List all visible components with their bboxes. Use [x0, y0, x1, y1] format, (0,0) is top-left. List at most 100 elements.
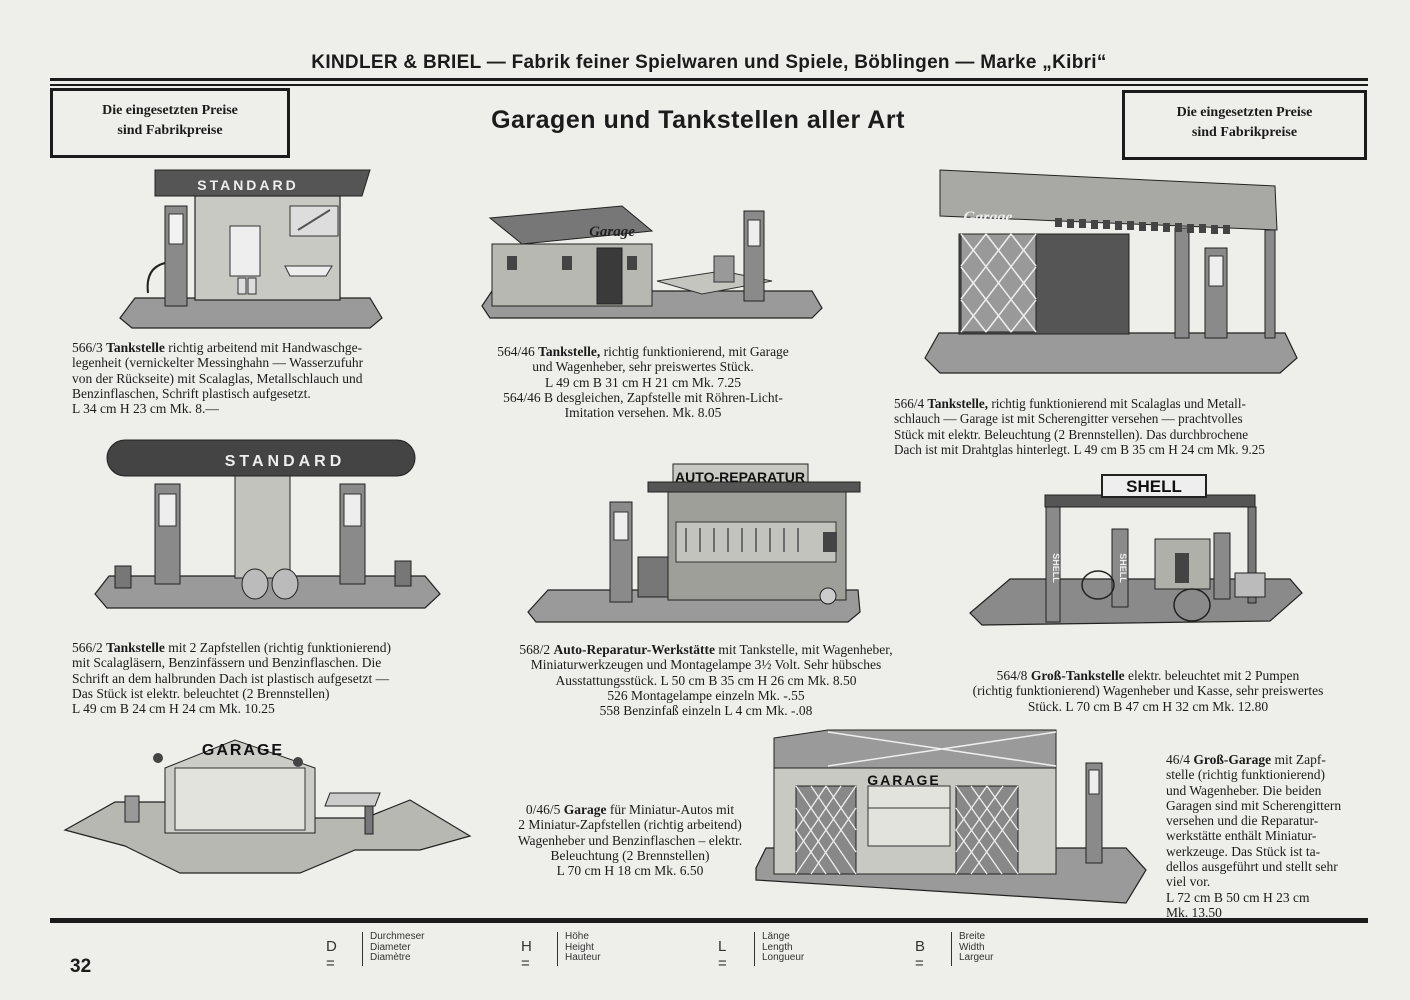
- legend-word: Länge: [762, 931, 790, 942]
- page-title: Garagen und Tankstellen aller Art: [491, 106, 905, 134]
- illustration-568-2: AUTO-REPARATUR: [527, 463, 861, 623]
- item-line: mit Zapf-: [1274, 752, 1326, 767]
- item-line: mit Scalagläsern, Benzinfässern und Benz…: [72, 655, 382, 671]
- item-line: Wagenheber und Benzinflaschen – elektr.: [517, 832, 743, 848]
- header-rule-thin: [50, 84, 1368, 86]
- item-no: 568/2: [519, 642, 551, 657]
- price-note-right-line1: Die eingesetzten Preise: [1176, 105, 1313, 120]
- price-note-left-line1: Die eingesetzten Preise: [102, 103, 238, 118]
- item-line: 564/46 B desgleichen, Zapfstelle mit Röh…: [503, 389, 783, 405]
- sign-standard-small: STANDARD: [197, 177, 299, 193]
- item-line: (richtig funktionierend) Wagenheber und …: [972, 683, 1324, 699]
- legend-symbol: H =: [521, 938, 532, 972]
- legend-word: Width: [959, 941, 985, 953]
- illustration-46-4: GARAGE: [755, 729, 1147, 904]
- illustration-564-46: Garage: [481, 205, 823, 319]
- item-name: Tankstelle: [106, 340, 165, 355]
- item-name: Tankstelle,: [538, 344, 601, 359]
- caption-564-46: 564/46 Tankstelle, richtig funktionieren…: [458, 344, 828, 420]
- sign-garage-large: Garage: [964, 209, 1013, 226]
- price-note-right-line2: sind Fabrikpreise: [1191, 125, 1298, 140]
- price-note-left-line2: sind Fabrikpreise: [117, 123, 223, 138]
- item-line: Garagen sind mit Scherengittern: [1166, 797, 1342, 813]
- item-line: L 72 cm B 50 cm H 23 cm: [1166, 889, 1310, 905]
- caption-566-4: 566/4 Tankstelle, richtig funktionierend…: [894, 396, 1338, 457]
- item-no: 566/3: [72, 340, 103, 355]
- sign-shell: SHELL: [1126, 477, 1182, 496]
- sign-garage-big: GARAGE: [867, 772, 940, 788]
- illustration-0-46-5: GARAGE: [63, 739, 472, 874]
- legend-word: Diamètre: [370, 952, 411, 963]
- item-line: Imitation versehen. Mk. 8.05: [564, 405, 722, 421]
- item-line: Ausstattungsstück. L 50 cm B 35 cm H 26 …: [555, 672, 857, 688]
- item-line: Stück mit elektr. Beleuchtung (2 Brennst…: [894, 426, 1249, 442]
- item-line: Das Stück ist elektr. beleuchtet (2 Bren…: [72, 685, 330, 701]
- legend-word: Breite: [959, 931, 986, 942]
- item-line: L 34 cm H 23 cm Mk. 8.—: [72, 401, 219, 417]
- caption-566-3: 566/3 Tankstelle richtig arbeitend mit H…: [72, 340, 390, 416]
- item-line: Miniaturwerkzeugen und Montagelampe 3½ V…: [530, 657, 882, 673]
- caption-46-4: 46/4 Groß-Garage mit Zapf- stelle (richt…: [1166, 752, 1368, 920]
- item-line: richtig arbeitend mit Handwaschge-: [168, 340, 363, 355]
- item-name: Auto-Reparatur-Werkstätte: [553, 642, 715, 657]
- legend-brace: [557, 932, 562, 966]
- illustration-564-8: SHELL SHELL SHELL: [969, 474, 1303, 626]
- legend-word: Length: [762, 941, 793, 953]
- sign-auto-reparatur: AUTO-REPARATUR: [675, 469, 805, 485]
- item-line: 558 Benzinfaß einzeln L 4 cm Mk. -.08: [599, 703, 813, 719]
- caption-0-46-5: 0/46/5 Garage für Miniatur-Autos mit 2 M…: [474, 802, 786, 878]
- company-header: KINDLER & BRIEL — Fabrik feiner Spielwar…: [311, 52, 1107, 73]
- item-line: dellos ausgeführt und stellt sehr: [1166, 859, 1338, 875]
- item-line: schlauch — Garage ist mit Scherengitter …: [894, 411, 1243, 427]
- item-line: Stück. L 70 cm B 47 cm H 32 cm Mk. 12.80: [1027, 698, 1269, 714]
- item-line: versehen und die Reparatur-: [1166, 813, 1319, 829]
- item-name: Garage: [563, 802, 607, 817]
- legend-symbol: B =: [915, 938, 926, 972]
- item-line: elektr. beleuchtet mit 2 Pumpen: [1127, 668, 1300, 683]
- item-line: richtig funktionierend mit Scalaglas und…: [991, 396, 1246, 411]
- caption-566-2: 566/2 Tankstelle mit 2 Zapfstellen (rich…: [72, 640, 464, 716]
- item-no: 566/2: [72, 640, 103, 655]
- legend-brace: [951, 932, 956, 966]
- item-line: für Miniatur-Autos mit: [609, 802, 735, 817]
- item-line: Dach ist mit Drahtglas hinterlegt. L 49 …: [894, 441, 1265, 457]
- header-rule-thick: [50, 78, 1368, 81]
- legend-word: Höhe: [565, 931, 589, 942]
- item-line: L 49 cm B 24 cm H 24 cm Mk. 10.25: [72, 701, 275, 717]
- item-line: 526 Montagelampe einzeln Mk. -.55: [607, 687, 805, 703]
- item-line: und Wagenheber. Die beiden: [1166, 782, 1322, 798]
- legend-word: Hauteur: [565, 952, 601, 963]
- item-name: Groß-Tankstelle: [1030, 668, 1125, 683]
- price-note-left: Die eingesetzten Preise sind Fabrikpreis…: [50, 88, 290, 158]
- item-no: 46/4: [1166, 752, 1191, 767]
- illustration-566-3: STANDARD: [119, 169, 383, 329]
- item-name: Groß-Garage: [1193, 752, 1272, 767]
- item-line: stelle (richtig funktionierend): [1166, 767, 1325, 783]
- item-line: werkstätte enthält Miniatur-: [1166, 828, 1317, 844]
- item-line: Mk. 13.50: [1166, 904, 1222, 920]
- item-line: und Wagenheber, sehr preiswertes Stück.: [532, 359, 754, 375]
- item-line: richtig funktionierend, mit Garage: [603, 344, 789, 359]
- item-line: 2 Miniatur-Zapfstellen (richtig arbeiten…: [518, 817, 742, 833]
- item-line: L 70 cm H 18 cm Mk. 6.50: [556, 863, 704, 879]
- item-no: 566/4: [894, 396, 925, 411]
- item-line: Benzinflaschen, Schrift plastisch aufges…: [72, 385, 311, 401]
- item-no: 564/46: [497, 344, 535, 359]
- legend-brace: [754, 932, 759, 966]
- item-line: Beleuchtung (2 Brennstellen): [550, 847, 710, 863]
- legend-symbol: D =: [326, 938, 337, 972]
- item-line: viel vor.: [1166, 874, 1211, 890]
- legend-word: Longueur: [762, 952, 805, 963]
- item-line: werkzeuge. Das Stück ist ta-: [1166, 843, 1321, 859]
- caption-568-2: 568/2 Auto-Reparatur-Werkstätte mit Tank…: [478, 642, 934, 718]
- item-name: Tankstelle: [106, 640, 165, 655]
- sign-shell-post-b: SHELL: [1118, 553, 1128, 583]
- page-number: 32: [70, 956, 92, 977]
- item-no: 564/8: [996, 668, 1028, 683]
- legend-word: Durchmeser: [370, 931, 425, 942]
- item-line: legenheit (vernickelter Messinghahn — Wa…: [72, 355, 364, 371]
- item-no: 0/46/5: [525, 802, 561, 817]
- caption-564-8: 564/8 Groß-Tankstelle elektr. beleuchtet…: [938, 668, 1358, 714]
- item-line: von der Rückseite) mit Scalaglas, Metall…: [72, 370, 363, 386]
- item-name: Tankstelle,: [927, 396, 989, 411]
